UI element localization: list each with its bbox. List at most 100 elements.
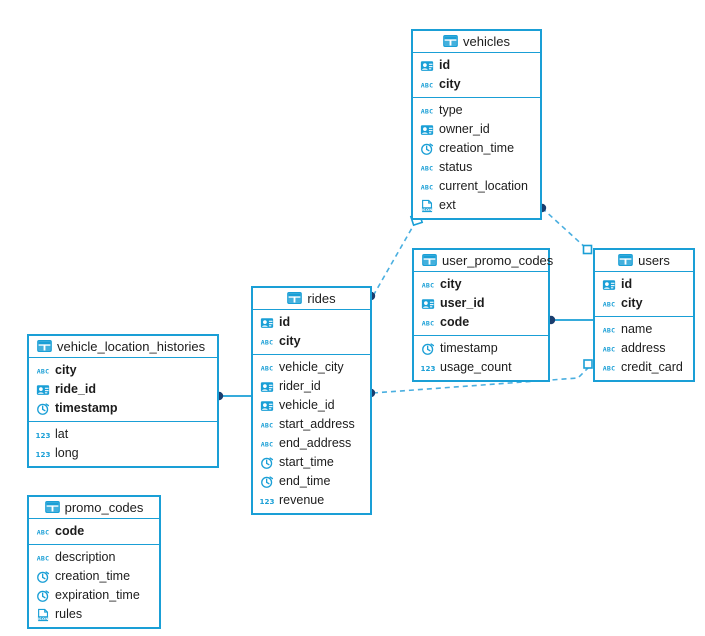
123-number-icon: 123 bbox=[36, 447, 50, 461]
column-label: address bbox=[621, 341, 666, 356]
table-title-vehicles[interactable]: vehicles bbox=[413, 31, 540, 53]
column-rider_id[interactable]: rider_id bbox=[253, 377, 370, 396]
connector-vlh-rides bbox=[214, 391, 251, 401]
column-vehicle_id[interactable]: vehicle_id bbox=[253, 396, 370, 415]
json-document-icon: JSON bbox=[36, 608, 50, 622]
table-title-users[interactable]: users bbox=[595, 250, 693, 272]
column-label: id bbox=[621, 277, 633, 292]
column-expiration_time[interactable]: expiration_time bbox=[29, 586, 159, 605]
column-label: code bbox=[55, 524, 85, 539]
svg-text:JSON: JSON bbox=[36, 615, 48, 620]
table-title-rides[interactable]: rides bbox=[253, 288, 370, 310]
column-label: name bbox=[621, 322, 653, 337]
column-label: city bbox=[440, 277, 462, 292]
column-label: lat bbox=[55, 427, 69, 442]
column-id[interactable]: id bbox=[413, 56, 540, 75]
column-label: timestamp bbox=[440, 341, 498, 356]
column-end_time[interactable]: end_time bbox=[253, 472, 370, 491]
column-city[interactable]: ABC city bbox=[414, 275, 548, 294]
svg-text:ABC: ABC bbox=[37, 528, 50, 536]
column-label: start_address bbox=[279, 417, 355, 432]
table-title-promo_codes[interactable]: promo_codes bbox=[29, 497, 159, 519]
column-label: user_id bbox=[440, 296, 485, 311]
abc-string-icon: ABC bbox=[602, 297, 616, 311]
table-name: vehicles bbox=[463, 34, 510, 49]
column-address[interactable]: ABC address bbox=[595, 339, 693, 358]
abc-string-icon: ABC bbox=[421, 316, 435, 330]
uuid-card-icon bbox=[260, 380, 274, 394]
column-timestamp[interactable]: timestamp bbox=[414, 339, 548, 358]
primary-key-section: ABC code bbox=[29, 519, 159, 545]
column-label: vehicle_city bbox=[279, 360, 344, 375]
svg-text:ABC: ABC bbox=[261, 338, 274, 346]
column-label: end_address bbox=[279, 436, 352, 451]
column-owner_id[interactable]: owner_id bbox=[413, 120, 540, 139]
column-label: ext bbox=[439, 198, 456, 213]
column-creation_time[interactable]: creation_time bbox=[413, 139, 540, 158]
column-code[interactable]: ABC code bbox=[29, 522, 159, 541]
column-id[interactable]: id bbox=[253, 313, 370, 332]
uuid-card-icon bbox=[260, 316, 274, 330]
svg-text:123: 123 bbox=[260, 496, 274, 505]
svg-text:123: 123 bbox=[36, 449, 50, 458]
clock-icon bbox=[36, 589, 50, 603]
column-creation_time[interactable]: creation_time bbox=[29, 567, 159, 586]
column-timestamp[interactable]: timestamp bbox=[29, 399, 217, 418]
svg-text:ABC: ABC bbox=[422, 319, 435, 327]
column-id[interactable]: id bbox=[595, 275, 693, 294]
abc-string-icon: ABC bbox=[260, 335, 274, 349]
abc-string-icon: ABC bbox=[602, 342, 616, 356]
table-title-vehicle_location_histories[interactable]: vehicle_location_histories bbox=[29, 336, 217, 358]
table-grid-icon bbox=[443, 34, 458, 49]
column-user_id[interactable]: user_id bbox=[414, 294, 548, 313]
123-number-icon: 123 bbox=[260, 494, 274, 508]
column-ride_id[interactable]: ride_id bbox=[29, 380, 217, 399]
column-label: type bbox=[439, 103, 463, 118]
clock-icon bbox=[260, 456, 274, 470]
uuid-card-icon bbox=[602, 278, 616, 292]
table-grid-icon bbox=[44, 500, 60, 515]
column-label: usage_count bbox=[440, 360, 512, 375]
column-name[interactable]: ABC name bbox=[595, 320, 693, 339]
table-title-user_promo_codes[interactable]: user_promo_codes bbox=[414, 250, 553, 272]
column-start_address[interactable]: ABC start_address bbox=[253, 415, 370, 434]
column-end_address[interactable]: ABC end_address bbox=[253, 434, 370, 453]
abc-string-icon: ABC bbox=[420, 161, 434, 175]
svg-text:ABC: ABC bbox=[603, 364, 616, 372]
abc-string-icon: ABC bbox=[421, 278, 435, 292]
svg-text:ABC: ABC bbox=[261, 440, 274, 448]
abc-string-icon: ABC bbox=[260, 418, 274, 432]
column-start_time[interactable]: start_time bbox=[253, 453, 370, 472]
abc-string-icon: ABC bbox=[602, 323, 616, 337]
svg-text:ABC: ABC bbox=[422, 281, 435, 289]
abc-string-icon: ABC bbox=[260, 437, 274, 451]
